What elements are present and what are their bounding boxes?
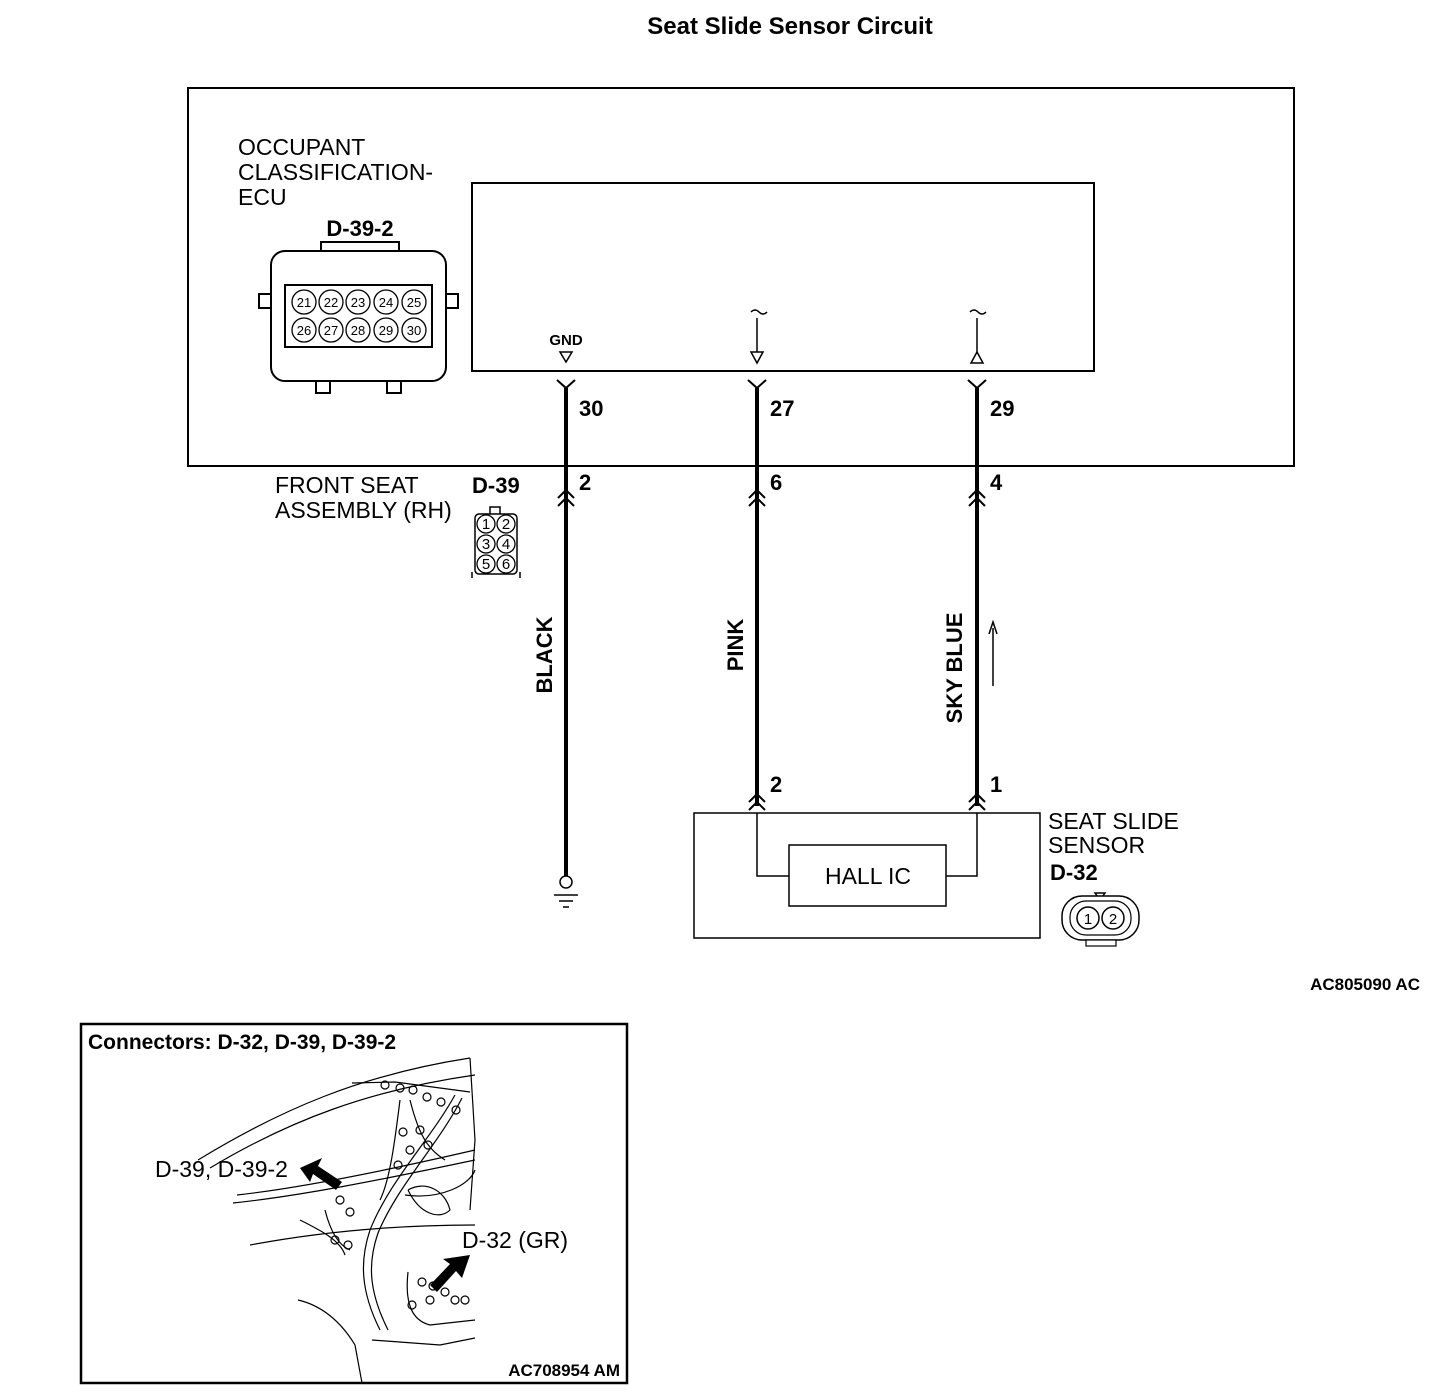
ecu-pin-number: 30 [407, 323, 421, 338]
gnd-terminal-icon [558, 351, 574, 364]
seat-pin-number: 6 [502, 556, 510, 573]
front-seat-name-line-2: ASSEMBLY (RH) [275, 497, 452, 523]
seat-pin-4: 4 [990, 470, 1003, 495]
sensor-name-line-2: SENSOR [1048, 832, 1145, 858]
connector-location-inset [79, 1022, 629, 1385]
seat-pin-cavity [476, 554, 496, 574]
ecu-pin-29: 29 [990, 396, 1014, 421]
hall-ic-box [788, 844, 947, 907]
sensor-box [693, 812, 1041, 939]
ecu-pin-number: 27 [324, 323, 338, 338]
seat-pin-2: 2 [579, 470, 591, 495]
ecu-pin-cavity [401, 317, 427, 343]
seat-pin-number: 3 [482, 536, 490, 553]
ecu-pin-number: 26 [297, 323, 311, 338]
wire-pink [747, 379, 767, 811]
ecu-pin-number: 23 [351, 295, 365, 310]
harness-illustration [197, 1057, 476, 1384]
diagram-title: Seat Slide Sensor Circuit [647, 13, 932, 40]
seat-pin-cavity [496, 534, 516, 554]
seat-pin-number: 2 [502, 516, 510, 533]
sensor-internal-wire-2 [756, 813, 789, 877]
wire-sky-blue [967, 379, 987, 811]
seat-pin-number: 5 [482, 556, 490, 573]
ecu-outer-box [187, 87, 1295, 467]
signal-direction-arrow-icon [988, 619, 998, 686]
seat-pin-cavity [496, 554, 516, 574]
ecu-pin-cavity [318, 317, 344, 343]
ground-icon [554, 875, 578, 908]
ecu-pin-number: 22 [324, 295, 338, 310]
seat-pin-cavity [476, 514, 496, 534]
sensor-name-line-1: SEAT SLIDE [1048, 808, 1179, 834]
ecu-pin-27: 27 [770, 396, 794, 421]
hall-ic-label: HALL IC [825, 863, 911, 889]
inset-callout-2: D-32 (GR) [462, 1227, 568, 1253]
ecu-pin-number: 25 [407, 295, 421, 310]
front-seat-connector-id: D-39 [472, 473, 520, 498]
wire-black [556, 379, 576, 880]
sensor-connector-id: D-32 [1050, 860, 1098, 885]
ecu-name-line-2: CLASSIFICATION- [238, 159, 433, 185]
input-terminal-icon [969, 309, 987, 364]
callout-arrow-2-icon [430, 1255, 470, 1292]
ecu-connector-id: D-39-2 [326, 216, 393, 241]
sensor-pin-1: 1 [990, 772, 1002, 797]
ecu-pin-number: 28 [351, 323, 365, 338]
seat-pin-number: 4 [502, 536, 510, 553]
ecu-name-line-3: ECU [238, 184, 287, 210]
output-terminal-icon [749, 309, 768, 365]
seat-pin-cavity [496, 514, 516, 534]
front-seat-name-line-1: FRONT SEAT [275, 472, 419, 498]
callout-arrow-1-icon [300, 1158, 342, 1190]
inset-callout-1: D-39, D-39-2 [155, 1156, 288, 1182]
sensor-connector-d-32: 1 2 [1061, 892, 1140, 947]
ecu-pin-cavity [373, 317, 399, 343]
inset-figure-code: AC708954 AM [508, 1361, 620, 1380]
d-32-pin-1: 1 [1084, 911, 1092, 928]
gnd-label: GND [549, 332, 583, 349]
ecu-pin-number: 21 [297, 295, 311, 310]
sensor-pin-2: 2 [770, 772, 782, 797]
wire-color-sky-blue: SKY BLUE [942, 613, 967, 724]
seat-pin-6: 6 [770, 470, 782, 495]
ecu-pin-cavity [291, 289, 317, 315]
sensor-internal-wire-1 [946, 813, 978, 877]
ecu-pin-30: 30 [579, 396, 603, 421]
ecu-connector-d-39-2: 21 22 23 24 25 26 27 28 29 30 [258, 241, 459, 394]
ecu-pin-cavity [345, 289, 371, 315]
wire-color-pink: PINK [723, 619, 748, 672]
ecu-name-line-1: OCCUPANT [238, 134, 365, 160]
ecu-pin-cavity [291, 317, 317, 343]
figure-code: AC805090 AC [1310, 975, 1420, 994]
ecu-inner-box [471, 182, 1095, 372]
ecu-pin-cavity [345, 317, 371, 343]
ecu-pin-cavity [318, 289, 344, 315]
ecu-pin-cavity [401, 289, 427, 315]
ecu-pin-number: 24 [379, 295, 393, 310]
ecu-pin-number: 29 [379, 323, 393, 338]
ecu-pin-cavity [373, 289, 399, 315]
d-32-pin-2: 2 [1109, 911, 1117, 928]
seat-pin-cavity [476, 534, 496, 554]
seat-pin-number: 1 [482, 516, 490, 533]
wire-color-black: BLACK [532, 616, 557, 693]
inset-title: Connectors: D-32, D-39, D-39-2 [88, 1031, 396, 1054]
